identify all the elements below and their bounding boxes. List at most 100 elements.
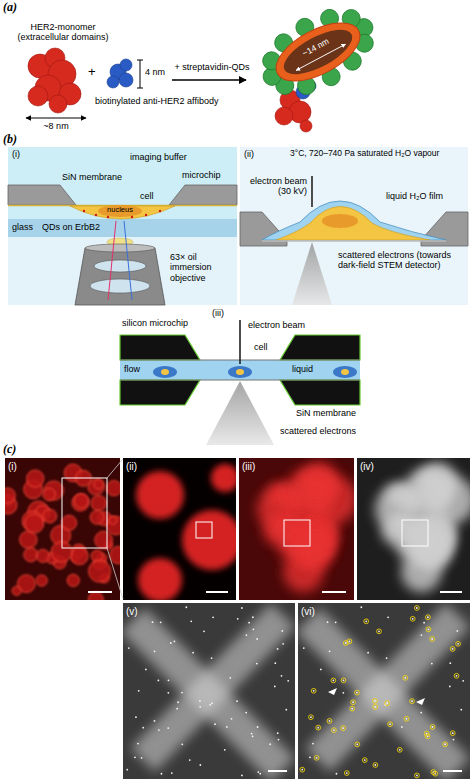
detector-label: scattered electrons (towards dark-field … xyxy=(338,250,466,271)
nanoparticle xyxy=(152,621,154,623)
nanoparticle xyxy=(236,700,238,702)
detected-label xyxy=(454,673,459,678)
nanoparticle xyxy=(309,756,311,758)
cell-region xyxy=(318,615,458,760)
dimension-label: ~8 nm xyxy=(25,121,87,131)
esem-scheme xyxy=(240,147,468,305)
nanoparticle xyxy=(343,679,345,681)
nanoparticle xyxy=(241,607,243,609)
nanoparticle xyxy=(241,775,243,777)
nanoparticle xyxy=(374,706,376,708)
nanoparticle xyxy=(257,771,259,773)
nanoparticle xyxy=(312,743,314,745)
detected-label xyxy=(341,678,346,683)
nanoparticle xyxy=(356,692,358,694)
fluorescent-cell xyxy=(12,586,21,595)
quantum-dot xyxy=(247,0,389,113)
detected-label xyxy=(351,700,356,705)
part-label: SiN membrane xyxy=(62,172,122,182)
part-label: cell xyxy=(254,342,268,352)
nanoparticle xyxy=(365,620,367,622)
nanoparticle xyxy=(128,647,130,649)
fluorescent-cell xyxy=(61,515,76,530)
nanoparticle xyxy=(420,634,422,636)
nanoparticle xyxy=(245,712,247,714)
detected-label xyxy=(309,715,314,720)
fluorescent-cell xyxy=(94,479,104,489)
nanoparticle xyxy=(170,642,172,644)
nanoparticle xyxy=(431,663,433,665)
nanoparticle xyxy=(211,657,213,659)
nanoparticle xyxy=(399,749,401,751)
nanoparticle xyxy=(135,716,137,718)
detected-label xyxy=(443,742,448,747)
detected-label xyxy=(364,619,369,624)
image-cloud xyxy=(296,472,334,510)
nanoparticle xyxy=(248,622,250,624)
nanoparticle xyxy=(137,743,139,745)
nanoparticle xyxy=(252,735,254,737)
nanoparticle xyxy=(245,634,247,636)
part-label: glass xyxy=(12,222,33,232)
part-label: liquid H₂O film xyxy=(386,191,443,201)
nanoparticle xyxy=(452,648,454,650)
nanoparticle xyxy=(212,616,214,618)
nanoparticle xyxy=(226,726,228,728)
nanoparticle xyxy=(449,662,451,664)
nanoparticle xyxy=(356,743,358,745)
detected-label xyxy=(385,701,390,706)
nanoparticle xyxy=(157,680,159,682)
part-label: 63× oil immersion objective xyxy=(170,252,236,283)
nanoparticle xyxy=(158,729,160,731)
detected-label xyxy=(314,755,319,760)
detected-label xyxy=(403,675,408,680)
nanoparticle xyxy=(346,772,348,774)
nanoparticle xyxy=(342,692,344,694)
nanoparticle xyxy=(423,622,425,624)
nanoparticle xyxy=(190,620,192,622)
nanoparticle xyxy=(126,769,128,771)
nanoparticle xyxy=(316,757,318,759)
nanoparticle xyxy=(329,650,331,652)
detected-label xyxy=(414,606,419,611)
plus-sign: + xyxy=(88,65,96,80)
fluorescent-cell xyxy=(182,510,236,570)
nanoparticle xyxy=(177,701,179,703)
fluorescent-cell xyxy=(67,574,79,586)
subpanel-number: (iv) xyxy=(360,461,374,473)
nanoparticle xyxy=(168,679,170,681)
detected-label xyxy=(373,704,378,709)
nanoparticle xyxy=(336,773,338,775)
part-label: QDs on ErbB2 xyxy=(42,222,100,232)
nanoparticle xyxy=(141,757,143,759)
fluorescent-cell xyxy=(211,464,236,492)
subpanel-number: (ii) xyxy=(244,149,254,159)
arrowhead-marker xyxy=(416,698,425,705)
detected-label xyxy=(327,719,332,724)
beam-label: electron beam (30 kV) xyxy=(244,176,307,197)
nanoparticle xyxy=(211,702,213,704)
part-label: liquid xyxy=(292,364,313,374)
detected-label xyxy=(397,747,402,752)
reaction-arrow xyxy=(172,79,246,80)
nanoparticle xyxy=(277,732,279,734)
nanoparticle xyxy=(259,773,261,775)
fluorescent-cell xyxy=(43,488,56,501)
fluorescent-cell xyxy=(89,560,111,582)
part-label: cell xyxy=(140,191,154,201)
microscopy-images xyxy=(0,458,474,779)
detected-label xyxy=(426,627,431,632)
nanoparticle xyxy=(342,727,344,729)
nanoparticle xyxy=(229,677,231,679)
condition-label: 3°C, 720–740 Pa saturated H₂O vapour xyxy=(290,149,466,159)
nanoparticle xyxy=(416,607,418,609)
detected-label xyxy=(425,734,430,739)
detected-label xyxy=(373,763,378,768)
nanoparticle xyxy=(256,663,258,665)
nanoparticle xyxy=(332,680,334,682)
nanoparticle xyxy=(282,643,284,645)
reagent-label: + streptavidin-QDs xyxy=(163,62,261,72)
nanoparticle xyxy=(277,648,279,650)
nanoparticle xyxy=(161,773,163,775)
nanoparticle xyxy=(154,650,156,652)
